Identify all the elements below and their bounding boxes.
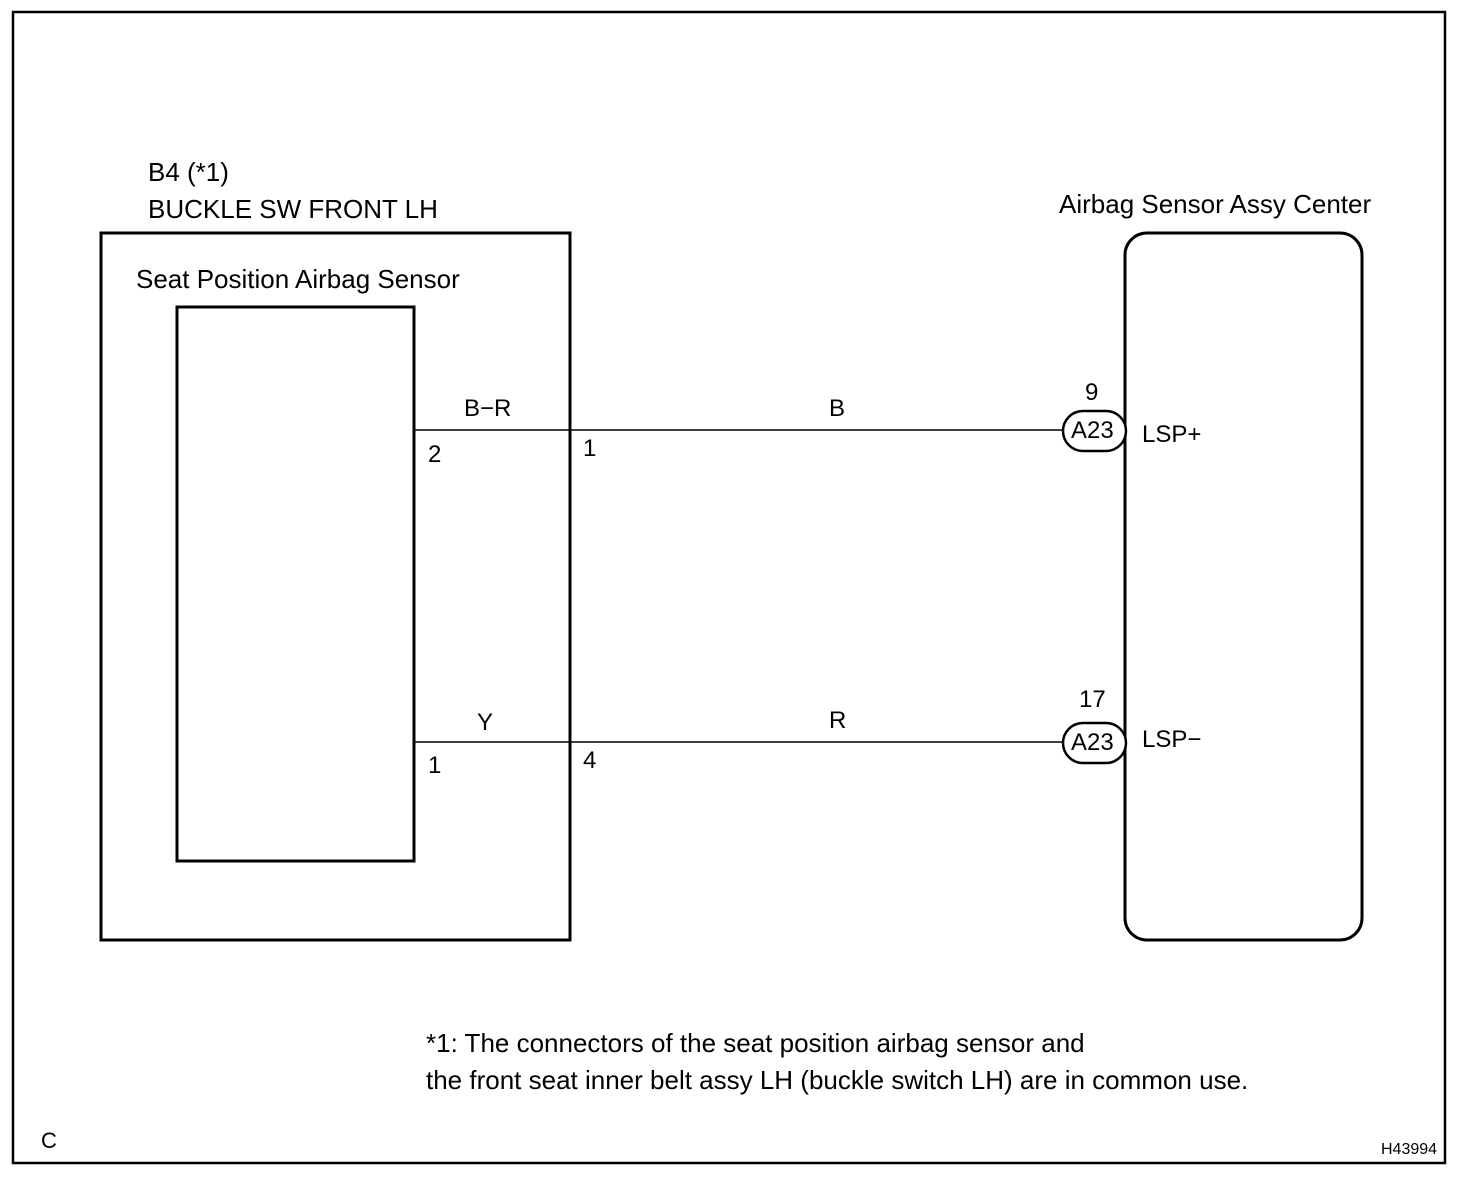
seat-position-sensor-title: Seat Position Airbag Sensor <box>136 264 460 294</box>
connector-pin-1: 1 <box>583 435 597 462</box>
connector-a23-label-1: A23 <box>1071 417 1114 444</box>
outer-frame <box>11 10 1447 1165</box>
footnote-line-2: the front seat inner belt assy LH (buckl… <box>426 1065 1249 1095</box>
buckle-sw-box <box>99 231 572 942</box>
connector-a23-oval-1 <box>1061 409 1128 453</box>
inner-pin-1: 1 <box>428 752 442 779</box>
connector-pin-4: 4 <box>583 747 597 774</box>
seat-position-sensor-box <box>175 305 416 863</box>
airbag-sensor-title: Airbag Sensor Assy Center <box>1059 189 1372 219</box>
airbag-sensor-box <box>1123 231 1364 942</box>
wire-color-inner-1: B−R <box>464 395 512 422</box>
figure-id: H43994 <box>1381 1141 1438 1158</box>
buckle-sw-title: BUCKLE SW FRONT LH <box>148 194 438 224</box>
airbag-pin-number-9: 9 <box>1085 379 1099 406</box>
wire-color-outer-2: R <box>829 707 847 734</box>
corner-label-c: C <box>41 1128 57 1153</box>
connector-a23-oval-2 <box>1061 721 1128 765</box>
connector-a23-label-2: A23 <box>1071 729 1114 756</box>
signal-lsp-plus: LSP+ <box>1142 421 1202 448</box>
signal-lsp-minus: LSP− <box>1142 726 1202 753</box>
inner-pin-2: 2 <box>428 441 442 468</box>
wire-color-outer-1: B <box>829 395 846 422</box>
buckle-connector-code: B4 (*1) <box>148 157 229 187</box>
airbag-pin-number-17: 17 <box>1079 686 1106 713</box>
footnote-line-1: *1: The connectors of the seat position … <box>426 1028 1085 1058</box>
wire-color-inner-2: Y <box>477 709 494 736</box>
